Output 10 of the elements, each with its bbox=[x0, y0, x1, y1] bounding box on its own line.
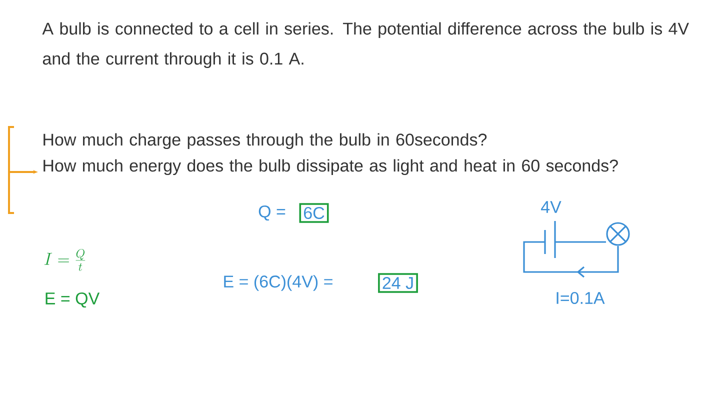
circuit-label: I=0.1A bbox=[556, 292, 605, 304]
equation-text: E = (6C)(4V) = bbox=[224, 275, 332, 291]
answer-box: 6C bbox=[299, 203, 329, 223]
question-text: How much energy does the bulb dissipate as light and heat in 60 seconds? bbox=[44, 159, 618, 176]
circuit-label: 4V bbox=[541, 201, 562, 213]
formula: $I = \frac{Q}{t}$ bbox=[44, 249, 86, 271]
question-text: A bulb is connected to a cell in series. The potential difference across the bulb is 4V and the current through it is 0.1 A. bbox=[42, 22, 689, 68]
equation-text: E = QV bbox=[46, 292, 100, 308]
question-text: How much charge passes through the bulb in 60seconds? bbox=[44, 133, 487, 150]
answer-box: 24 J bbox=[378, 273, 418, 293]
